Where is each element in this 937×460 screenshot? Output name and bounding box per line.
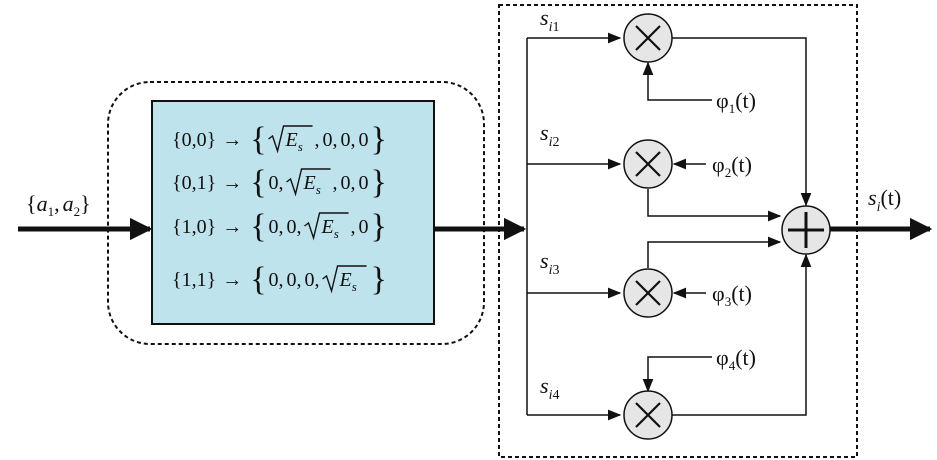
- energy-subscript: s: [316, 182, 321, 197]
- bit-pair: {1,1}: [172, 269, 216, 291]
- zero-entry: 0: [269, 172, 279, 194]
- energy-symbol: E: [285, 129, 298, 151]
- zero-entry: 0: [305, 269, 315, 291]
- comma: ,: [333, 172, 338, 194]
- zero-entry: 0: [269, 216, 279, 238]
- close-brace: }: [371, 208, 387, 245]
- zero-entry: 0: [359, 129, 369, 151]
- multiplier-output-3: [647, 236, 782, 268]
- multiply-icon: [635, 402, 661, 428]
- coef-label-1: si1: [540, 5, 559, 35]
- arrow-icon: →: [222, 129, 242, 151]
- comma: ,: [279, 269, 284, 291]
- zero-entry: 0: [269, 269, 279, 291]
- bit-pair: {0,0}: [172, 129, 216, 151]
- multiplier-3: [623, 268, 673, 318]
- summer: [781, 205, 831, 255]
- comma: ,: [297, 269, 302, 291]
- open-brace: {: [250, 261, 266, 298]
- comma: ,: [333, 129, 338, 151]
- basis-label-4: φ4(t): [716, 345, 756, 373]
- close-brace: }: [371, 121, 387, 158]
- bit-pair: {1,0}: [172, 216, 216, 238]
- comma: ,: [351, 216, 356, 238]
- close-brace: }: [371, 261, 387, 298]
- output-label: si(t): [868, 185, 901, 215]
- plus-icon: [788, 212, 824, 248]
- zero-entry: 0: [341, 129, 351, 151]
- comma: ,: [315, 269, 320, 291]
- zero-entry: 0: [287, 216, 297, 238]
- multiply-icon: [635, 280, 661, 306]
- energy-subscript: s: [334, 226, 339, 241]
- energy-symbol: E: [339, 269, 352, 291]
- multiplier-output-1: [672, 37, 812, 207]
- comma: ,: [351, 129, 356, 151]
- energy-subscript: s: [352, 279, 357, 294]
- multiply-icon: [635, 151, 661, 177]
- multiply-icon: [635, 25, 661, 51]
- open-brace: {: [250, 208, 266, 245]
- energy-symbol: E: [321, 216, 334, 238]
- multiplier-output-2: [647, 189, 782, 222]
- arrow-icon: →: [222, 172, 242, 194]
- sqrt-icon: [322, 265, 367, 294]
- close-brace: }: [371, 164, 387, 201]
- comma: ,: [297, 216, 302, 238]
- multiplier-2: [623, 139, 673, 189]
- branch-lines: [527, 32, 622, 421]
- zero-entry: 0: [287, 269, 297, 291]
- sqrt-icon: [304, 212, 349, 241]
- comma: ,: [279, 172, 284, 194]
- basis-label-3: φ3(t): [712, 281, 752, 309]
- multiplier-4: [623, 390, 673, 440]
- energy-symbol: E: [303, 172, 316, 194]
- coef-label-3: si3: [540, 248, 559, 278]
- arrow-icon: →: [222, 216, 242, 238]
- arrow-icon: →: [222, 269, 242, 291]
- basis-line-4: [642, 356, 712, 393]
- input-label: {a1,a2}: [26, 191, 91, 219]
- comma: ,: [315, 129, 320, 151]
- multiplier-output-4: [672, 253, 812, 416]
- zero-entry: 0: [359, 172, 369, 194]
- zero-entry: 0: [341, 172, 351, 194]
- sqrt-icon: [268, 125, 313, 154]
- basis-label-2: φ2(t): [712, 152, 752, 180]
- sqrt-icon: [286, 168, 331, 197]
- symbol-mapper-box: [151, 100, 435, 325]
- zero-entry: 0: [359, 216, 369, 238]
- energy-subscript: s: [298, 139, 303, 154]
- open-brace: {: [250, 164, 266, 201]
- basis-label-1: φ1(t): [716, 88, 756, 116]
- basis-line-1: [642, 61, 712, 101]
- comma: ,: [279, 216, 284, 238]
- bit-pair: {0,1}: [172, 172, 216, 194]
- coef-label-4: si4: [540, 373, 559, 403]
- coef-label-2: si2: [540, 120, 559, 150]
- comma: ,: [351, 172, 356, 194]
- open-brace: {: [250, 121, 266, 158]
- zero-entry: 0: [323, 129, 333, 151]
- multiplier-1: [623, 13, 673, 63]
